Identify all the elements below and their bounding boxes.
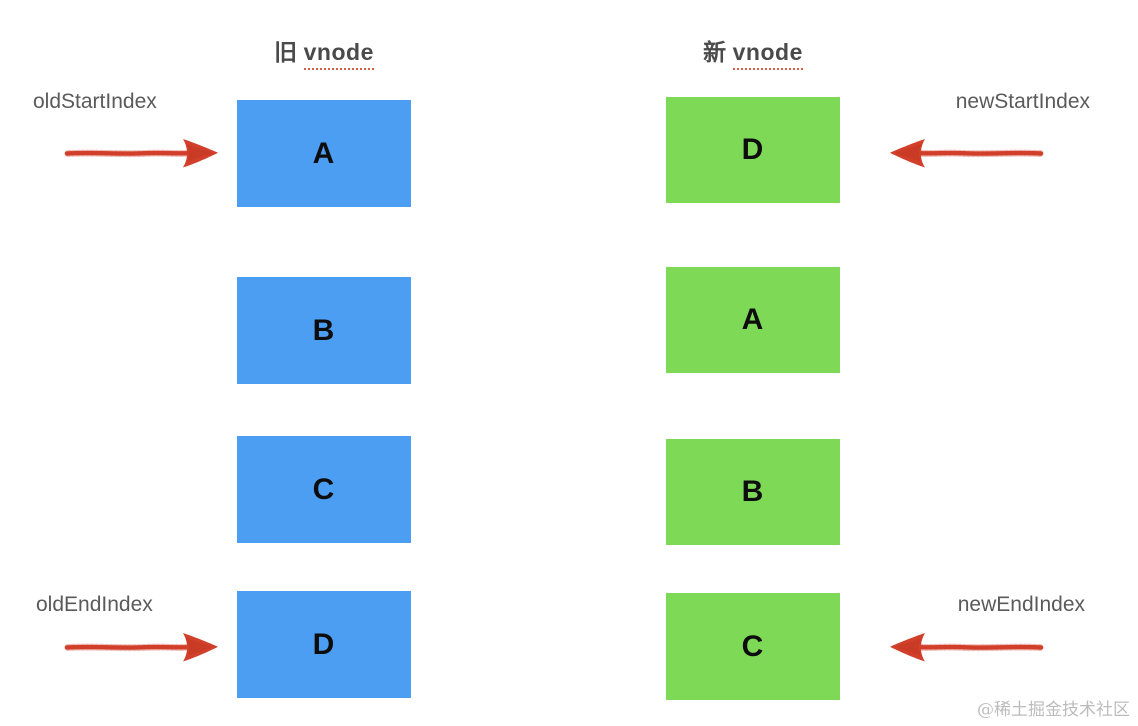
old-start-index-label: oldStartIndex — [33, 90, 157, 113]
new-box-3-letter: B — [741, 475, 765, 508]
old-box-3-letter: C — [312, 472, 336, 506]
hand-drawn-arrow-right-icon — [64, 136, 220, 168]
new-vnode-box-3: B — [666, 439, 840, 545]
hand-drawn-arrow-left-icon — [888, 136, 1044, 168]
old-box-2-letter: B — [312, 313, 336, 347]
hand-drawn-arrow-left-icon — [888, 630, 1044, 662]
hand-drawn-arrow-right-icon — [64, 630, 220, 662]
watermark: @稀土掘金技术社区 — [977, 700, 1130, 720]
new-vnode-box-4: C — [666, 593, 840, 700]
new-box-2-letter: A — [741, 303, 765, 336]
new-end-index-label: newEndIndex — [957, 593, 1085, 616]
new-box-1-letter: D — [741, 133, 765, 166]
old-box-4-letter: D — [312, 627, 336, 661]
old-title-zh: 旧 — [274, 39, 298, 65]
old-title-vnode: vnode — [303, 39, 374, 70]
new-start-index-label: newStartIndex — [955, 90, 1090, 113]
old-vnode-box-3: C — [237, 436, 411, 543]
new-vnode-box-2: A — [666, 267, 840, 373]
old-vnode-box-2: B — [237, 277, 411, 384]
new-title-zh: 新 — [703, 39, 727, 65]
old-box-1-letter: A — [312, 136, 336, 170]
new-box-4-letter: C — [741, 629, 765, 663]
new-vnode-box-1: D — [666, 97, 840, 203]
old-vnode-box-4: D — [237, 591, 411, 698]
old-end-index-label: oldEndIndex — [36, 593, 153, 616]
new-title-vnode: vnode — [732, 39, 803, 70]
old-vnode-box-1: A — [237, 100, 411, 207]
